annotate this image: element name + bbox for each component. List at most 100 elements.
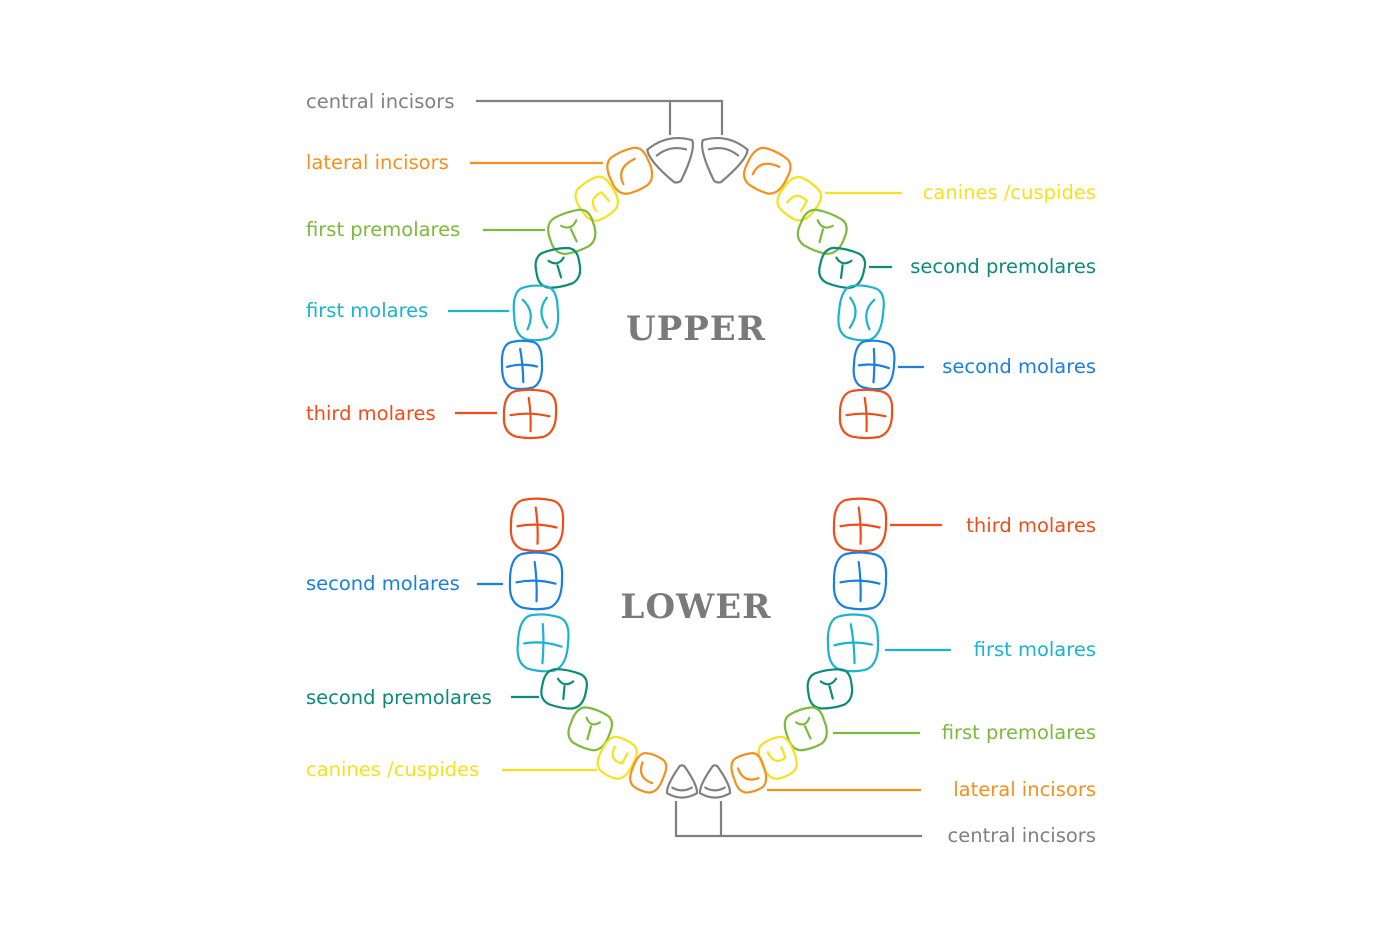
upper-central-incisor-left-outline: [646, 137, 694, 184]
lower-label-first-premolares: first premolares: [942, 721, 1096, 744]
lower-second-premolar-right-outline: [806, 668, 854, 710]
upper-third-molar-right: [838, 388, 894, 440]
upper-second-premolar-left: [534, 246, 582, 289]
lower-second-molar-right-groove-2: [857, 561, 862, 603]
upper-third-molar-left: [502, 388, 558, 440]
upper-central-incisor-left: [646, 137, 694, 184]
upper-second-molar-right-outline: [852, 339, 896, 391]
upper-label-first-premolares: first premolares: [306, 218, 460, 241]
upper-central-incisor-right: [701, 137, 749, 184]
upper-first-molar-left-groove-1: [521, 298, 532, 331]
lower-third-molar-left: [509, 497, 565, 553]
lower-lateral-incisor-left-outline: [629, 751, 668, 794]
leader-lines: [448, 99, 951, 838]
upper-first-molar-right-groove-2: [865, 298, 876, 331]
upper-second-premolar-left-outline: [534, 246, 582, 289]
upper-canine-right-groove-1: [786, 194, 808, 213]
leader-upper-central-incisors: [476, 99, 724, 135]
upper-lateral-incisor-left: [606, 146, 654, 195]
lower-canine-left: [596, 735, 638, 780]
upper-label-central-incisors: central incisors: [306, 90, 455, 113]
lower-first-premolar-right-outline: [783, 706, 828, 752]
lower-second-premolar-left-outline: [540, 668, 588, 710]
upper-first-premolar-right-outline: [796, 208, 848, 255]
upper-second-premolar-left-groove-2: [556, 264, 563, 279]
lower-first-molar-left-groove-2: [541, 622, 545, 665]
upper-first-molar-left-groove-2: [540, 296, 549, 329]
upper-first-premolar-left-groove-1: [560, 219, 578, 229]
upper-second-molar-left: [500, 339, 544, 391]
lower-first-premolar-right: [783, 706, 828, 752]
lower-second-premolar-left-groove-1: [556, 677, 575, 686]
upper-first-premolar-right: [796, 208, 848, 255]
upper-canine-left-groove-1: [591, 191, 611, 213]
upper-third-molar-right-outline: [838, 388, 894, 440]
lower-third-molar-right-outline: [832, 497, 888, 553]
lower-label-central-incisors: central incisors: [948, 824, 1097, 847]
upper-central-incisor-right-groove-1: [707, 146, 740, 157]
lower-lateral-incisor-left: [629, 751, 668, 794]
lower-first-molar-right: [826, 613, 880, 673]
lower-label-canines: canines /cuspides: [306, 758, 479, 781]
upper-second-molar-left-outline: [500, 339, 544, 391]
lower-canine-left-groove-1: [611, 745, 629, 765]
lower-central-incisor-right-outline: [698, 764, 732, 799]
lower-second-molar-left: [508, 551, 564, 611]
upper-second-premolar-right-groove-1: [835, 256, 853, 265]
lower-first-molar-left: [516, 613, 570, 673]
lower-second-molar-left-outline: [508, 551, 564, 611]
lower-second-premolar-left: [540, 668, 588, 710]
upper-second-premolar-right-groove-2: [839, 264, 844, 280]
lower-central-incisor-right: [698, 764, 732, 799]
lower-lateral-incisor-right-groove-1: [736, 767, 760, 781]
upper-second-premolar-left-groove-1: [547, 256, 565, 265]
lower-jaw-title: LOWER: [621, 587, 772, 627]
upper-third-molar-right-groove-2: [863, 396, 868, 433]
upper-first-premolar-left-outline: [547, 208, 597, 255]
upper-label-second-molares: second molares: [942, 355, 1096, 378]
teeth-group: [500, 137, 896, 799]
upper-lateral-incisor-right: [742, 146, 792, 195]
upper-lateral-incisor-right-groove-1: [751, 162, 781, 176]
lower-first-premolar-right-groove-1: [795, 716, 811, 726]
lower-second-molar-right: [832, 551, 888, 611]
lower-first-molar-right-groove-2: [849, 623, 856, 665]
upper-canine-left-outline: [574, 175, 619, 222]
lower-third-molar-right: [832, 497, 888, 553]
upper-central-incisor-left-groove-1: [655, 146, 688, 157]
lower-central-incisor-left-outline: [665, 764, 699, 799]
upper-label-first-molares: first molares: [306, 299, 428, 322]
upper-label-third-molares: third molares: [306, 402, 436, 425]
lower-second-molar-left-groove-2: [533, 561, 538, 603]
upper-label-canines: canines /cuspides: [923, 181, 1096, 204]
upper-second-premolar-right: [818, 246, 867, 289]
lower-third-molar-left-groove-2: [534, 506, 539, 545]
lower-central-incisor-left-groove-1: [671, 786, 693, 792]
lower-second-molar-right-outline: [832, 551, 888, 611]
upper-jaw-title: UPPER: [626, 309, 766, 349]
upper-canine-right-outline: [776, 175, 823, 222]
upper-second-molar-right-groove-2: [872, 347, 876, 384]
lower-label-second-premolares: second premolares: [306, 686, 492, 709]
upper-first-premolar-right-groove-2: [818, 228, 825, 244]
lower-second-premolar-right: [806, 668, 854, 710]
lower-first-premolar-left-outline: [567, 706, 614, 752]
lower-first-molar-right-outline: [826, 613, 880, 673]
upper-first-molar-right-outline: [837, 284, 885, 342]
upper-first-molar-left: [512, 284, 560, 342]
upper-third-molar-left-outline: [502, 388, 558, 440]
upper-first-premolar-left: [547, 208, 597, 255]
leader-lower-central-incisors: [674, 801, 922, 838]
lower-label-third-molares: third molares: [966, 514, 1096, 537]
upper-canine-right: [776, 175, 823, 222]
upper-first-premolar-right-groove-1: [816, 219, 834, 229]
lower-second-premolar-right-groove-2: [828, 685, 834, 700]
lower-lateral-incisor-right: [730, 752, 768, 794]
upper-second-molar-left-groove-2: [519, 347, 525, 384]
lower-lateral-incisor-right-outline: [730, 752, 768, 794]
lower-first-premolar-left-groove-2: [586, 725, 593, 741]
upper-label-lateral-incisors: lateral incisors: [306, 151, 449, 174]
upper-first-molar-right: [837, 284, 885, 342]
lower-first-premolar-right-groove-2: [803, 725, 812, 740]
